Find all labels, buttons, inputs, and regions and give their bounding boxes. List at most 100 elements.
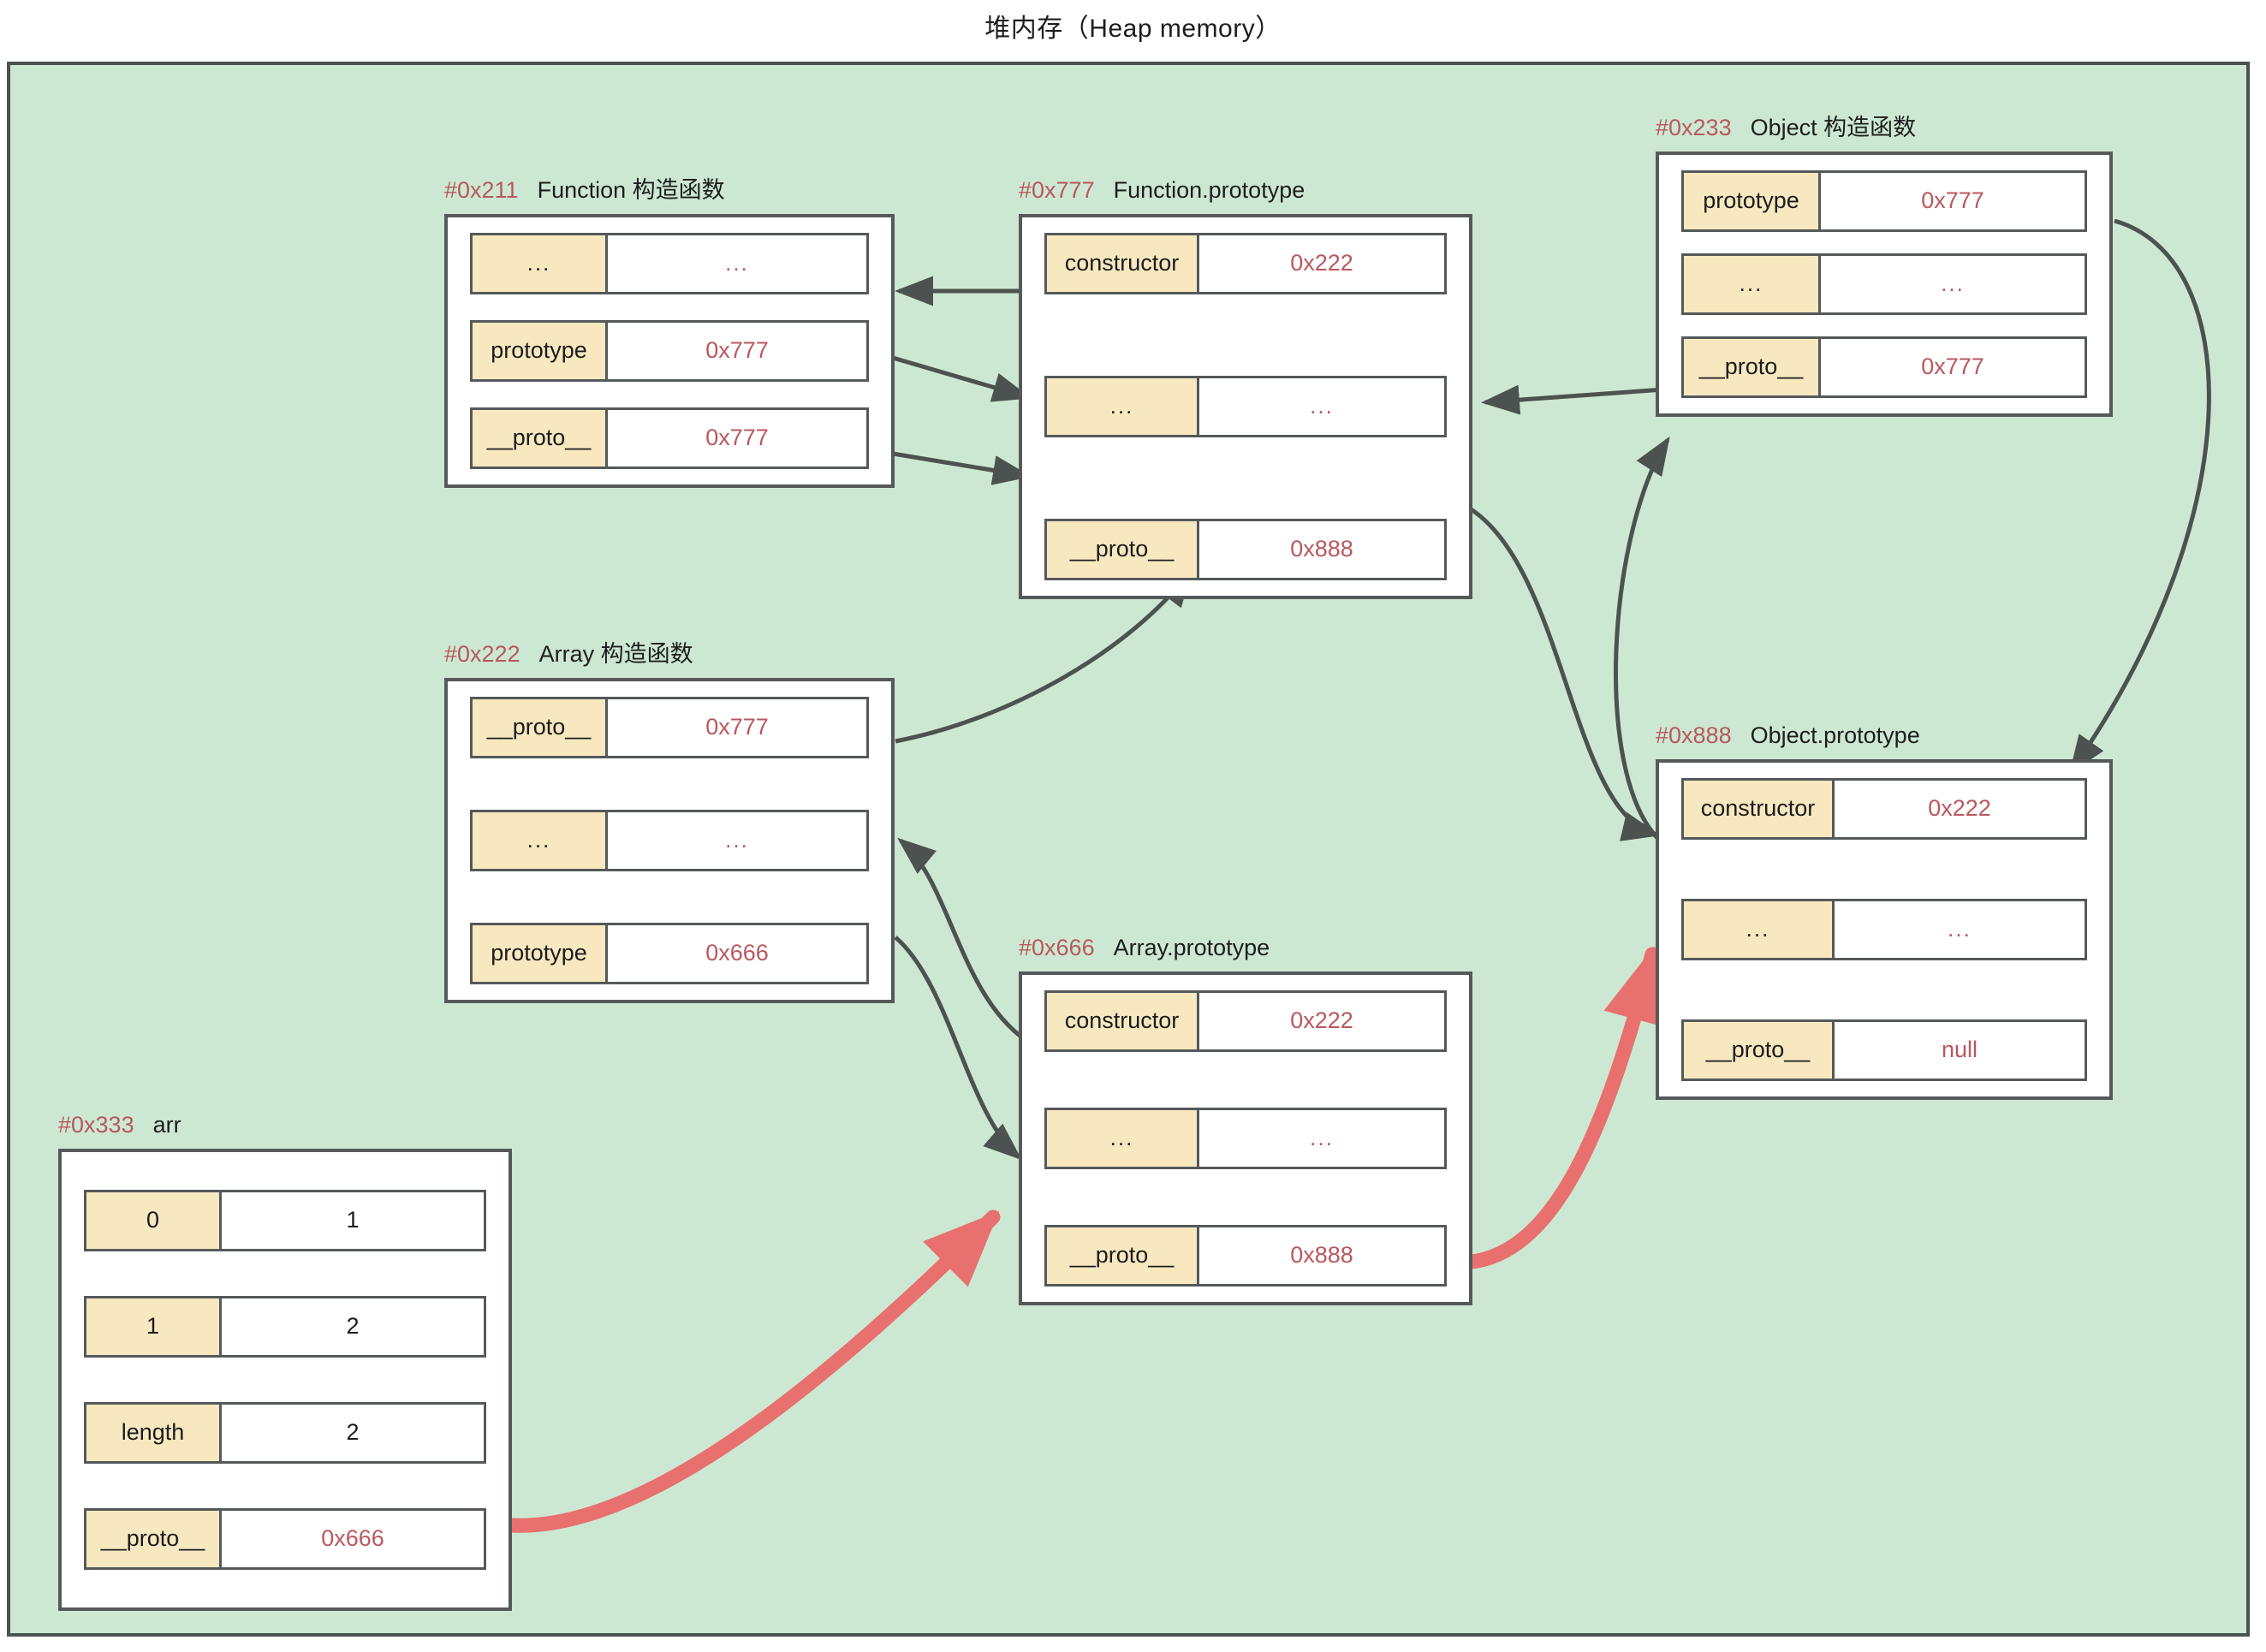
memory-block-object-prototype: #0x888 Object.prototype constructor 0x222… xyxy=(1656,722,2113,1100)
row-key: ... xyxy=(473,811,608,869)
row-key: prototype xyxy=(473,322,608,379)
row-value: ... xyxy=(1310,1125,1334,1151)
row-key: constructor xyxy=(1047,235,1199,292)
page-title: 堆内存（Heap memory） xyxy=(984,15,1282,43)
row-key: __proto__ xyxy=(1047,520,1199,578)
block-name: arr xyxy=(152,1112,181,1138)
memory-block-function-constructor: #0x211 Function 构造函数 ... ... prototype 0x… xyxy=(444,177,895,488)
table-row: constructor 0x222 xyxy=(1681,777,2087,840)
table-row: __proto__ 0x777 xyxy=(470,407,869,469)
table-row: ... ... xyxy=(1044,375,1447,437)
row-value: 2 xyxy=(346,1419,360,1446)
table-row: __proto__ 0x666 xyxy=(84,1507,486,1570)
block-label: #0x222 Array 构造函数 xyxy=(444,641,895,668)
table-row: prototype 0x777 xyxy=(470,319,869,382)
row-key: length xyxy=(86,1404,222,1461)
row-value: ... xyxy=(1948,916,1972,942)
table-row: 0 1 xyxy=(84,1189,486,1251)
block-body: __proto__ 0x777 ... ... prototype 0x666 xyxy=(444,677,895,1003)
block-label: #0x777 Function.prototype xyxy=(1019,177,1472,204)
row-key: ... xyxy=(1047,1109,1199,1167)
block-address: #0x777 xyxy=(1019,177,1095,203)
memory-block-object-constructor: #0x233 Object 构造函数 prototype 0x777 ... ..… xyxy=(1656,115,2113,417)
block-body: 0 1 1 2 length 2 __proto__ 0x666 xyxy=(58,1148,512,1611)
row-value: null xyxy=(1941,1037,1978,1063)
row-value: 0x222 xyxy=(1290,1007,1353,1034)
row-value: 0x222 xyxy=(1290,250,1353,276)
row-key: ... xyxy=(1047,377,1199,435)
row-value: 0x777 xyxy=(705,714,769,740)
row-key: prototype xyxy=(473,924,608,982)
memory-block-arr: #0x333 arr 0 1 1 2 length 2 __proto__ 0x6… xyxy=(58,1112,512,1611)
memory-block-array-prototype: #0x666 Array.prototype constructor 0x222 … xyxy=(1019,935,1472,1305)
block-name: Object.prototype xyxy=(1750,722,1920,748)
block-body: constructor 0x222 ... ... __proto__ 0x88… xyxy=(1019,971,1472,1305)
block-body: prototype 0x777 ... ... __proto__ 0x777 xyxy=(1656,151,2113,417)
block-address: #0x666 xyxy=(1019,935,1095,960)
row-value: 0x666 xyxy=(705,940,769,966)
row-value: 0x222 xyxy=(1928,795,1991,822)
block-body: constructor 0x222 ... ... __proto__ null xyxy=(1656,758,2113,1100)
block-label: #0x211 Function 构造函数 xyxy=(444,177,895,204)
table-row: __proto__ 0x777 xyxy=(1681,336,2087,398)
row-key: ... xyxy=(1684,255,1821,312)
table-row: prototype 0x777 xyxy=(1681,169,2087,232)
block-label: #0x666 Array.prototype xyxy=(1019,935,1472,961)
block-name: Array.prototype xyxy=(1113,935,1270,960)
block-label: #0x233 Object 构造函数 xyxy=(1656,115,2113,141)
row-value: 0x888 xyxy=(1290,1242,1353,1269)
row-value: 0x777 xyxy=(1921,354,1984,380)
table-row: __proto__ 0x888 xyxy=(1044,1224,1447,1287)
row-key: __proto__ xyxy=(1047,1227,1199,1284)
row-key: __proto__ xyxy=(473,409,608,466)
row-value: ... xyxy=(725,827,749,853)
row-key: 0 xyxy=(86,1191,222,1249)
table-row: __proto__ 0x777 xyxy=(470,696,869,758)
row-key: __proto__ xyxy=(86,1510,222,1567)
row-key: prototype xyxy=(1684,172,1821,229)
row-key: ... xyxy=(473,235,608,292)
block-address: #0x222 xyxy=(444,641,520,667)
row-value: 0x777 xyxy=(1921,187,1984,214)
table-row: constructor 0x222 xyxy=(1044,232,1447,294)
block-name: Function 构造函数 xyxy=(537,177,725,203)
row-key: constructor xyxy=(1047,992,1199,1049)
row-value: ... xyxy=(725,250,749,276)
block-name: Array 构造函数 xyxy=(538,641,693,667)
table-row: ... ... xyxy=(470,232,869,294)
block-address: #0x888 xyxy=(1656,722,1732,748)
table-row: __proto__ 0x888 xyxy=(1044,518,1447,580)
table-row: ... ... xyxy=(1044,1107,1447,1169)
table-row: __proto__ null xyxy=(1681,1019,2087,1081)
row-key: constructor xyxy=(1684,780,1835,837)
row-value: ... xyxy=(1310,393,1334,419)
table-row: length 2 xyxy=(84,1401,486,1464)
block-label: #0x888 Object.prototype xyxy=(1656,722,2113,749)
table-row: 1 2 xyxy=(84,1295,486,1358)
row-value: 0x888 xyxy=(1290,536,1353,562)
row-value: ... xyxy=(1941,270,1965,297)
row-key: ... xyxy=(1684,900,1835,958)
block-label: #0x333 arr xyxy=(58,1112,512,1138)
block-address: #0x233 xyxy=(1656,115,1732,140)
block-body: constructor 0x222 ... ... __proto__ 0x88… xyxy=(1019,213,1472,599)
memory-block-array-constructor: #0x222 Array 构造函数 __proto__ 0x777 ... ...… xyxy=(444,641,895,1003)
table-row: ... ... xyxy=(470,809,869,871)
row-value: 0x666 xyxy=(321,1525,384,1552)
block-body: ... ... prototype 0x777 __proto__ 0x777 xyxy=(444,213,895,488)
row-value: 2 xyxy=(346,1313,360,1340)
table-row: ... ... xyxy=(1681,253,2087,315)
block-name: Function.prototype xyxy=(1113,177,1305,203)
block-address: #0x333 xyxy=(58,1112,134,1138)
block-name: Object 构造函数 xyxy=(1750,115,1917,140)
row-value: 0x777 xyxy=(705,425,769,451)
table-row: prototype 0x666 xyxy=(470,922,869,984)
row-value: 0x777 xyxy=(705,337,769,364)
block-address: #0x211 xyxy=(444,177,519,203)
table-row: ... ... xyxy=(1681,898,2087,960)
row-value: 1 xyxy=(346,1207,360,1233)
memory-block-function-prototype: #0x777 Function.prototype constructor 0x2… xyxy=(1019,177,1472,599)
row-key: 1 xyxy=(86,1298,222,1355)
row-key: __proto__ xyxy=(1684,1021,1835,1079)
row-key: __proto__ xyxy=(1684,338,1821,395)
